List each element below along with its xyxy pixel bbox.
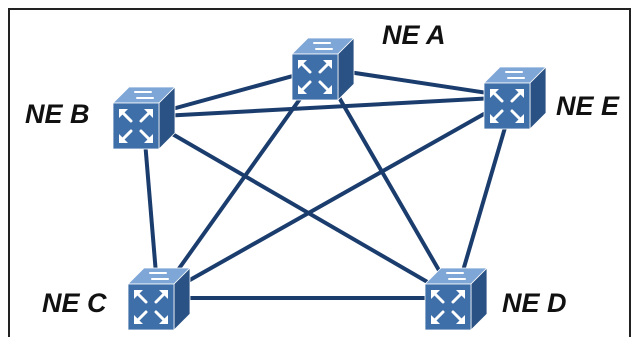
link-c-e	[157, 95, 515, 300]
network-switch-b-icon	[111, 85, 177, 151]
node-label-e: NE E	[556, 91, 620, 121]
nodes-layer	[111, 36, 548, 332]
network-switch-e-icon	[482, 65, 548, 131]
link-d-e	[453, 96, 516, 299]
network-switch-d-icon	[423, 266, 489, 332]
network-switch-c-icon	[126, 266, 192, 332]
node-label-c: NE C	[42, 288, 107, 318]
network-switch-a-icon	[290, 36, 356, 102]
links-layer	[141, 66, 516, 300]
node-label-d: NE D	[502, 288, 567, 318]
link-b-e	[142, 95, 515, 119]
node-label-b: NE B	[25, 99, 90, 129]
node-label-a: NE A	[382, 20, 446, 50]
link-b-d	[141, 115, 457, 300]
link-a-c	[156, 66, 324, 300]
